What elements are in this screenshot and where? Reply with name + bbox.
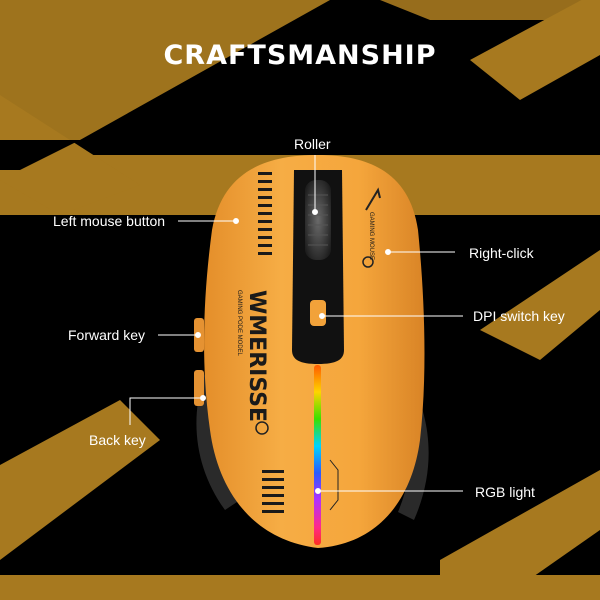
label-dpi-switch-key: DPI switch key	[473, 308, 565, 324]
label-rgb-light: RGB light	[475, 484, 535, 500]
label-right-click: Right-click	[469, 245, 534, 261]
label-left-mouse-button: Left mouse button	[53, 213, 166, 229]
rgb-strip	[314, 365, 321, 545]
callouts	[129, 155, 463, 494]
right-button-print: GAMING MOUSE	[368, 212, 374, 260]
right-power-icon	[362, 256, 374, 268]
label-back-key: Back key	[89, 432, 146, 448]
right-button-mark	[365, 187, 381, 211]
mouse-subline: GAMING PODE MODEL	[236, 290, 242, 357]
right-button-text: GAMING MOUSE	[368, 212, 374, 260]
mouse-brand-print: WMERISSE GAMING PODE MODEL	[236, 290, 269, 422]
left-stripes	[258, 172, 272, 255]
label-roller: Roller	[294, 136, 331, 152]
page-title: CRAFTSMANSHIP	[163, 40, 437, 71]
bottom-stripes	[262, 470, 284, 513]
mouse-brand: WMERISSE	[244, 290, 269, 422]
dpi-button	[310, 300, 326, 326]
label-forward-key: Forward key	[68, 327, 146, 343]
left-power-icon	[255, 421, 269, 435]
scroll-wheel	[305, 180, 331, 260]
